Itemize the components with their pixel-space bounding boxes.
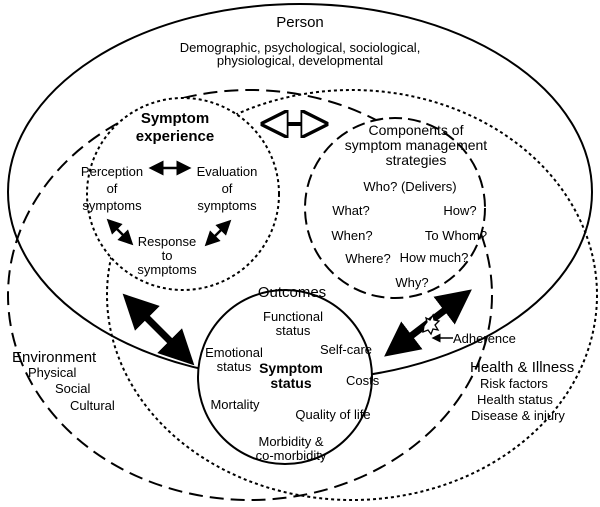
why-label: Why? (395, 275, 428, 290)
environment-domain-ellipse (7, 89, 493, 501)
how-label: How? (443, 203, 476, 218)
health-illness-title: Health & Illness (470, 359, 574, 376)
symptom-status-line-1: Symptom (259, 360, 323, 376)
adherence-starburst-icon (422, 313, 441, 336)
symptom-experience-title-line-1: Symptom (141, 110, 209, 127)
perception-label-line-1: Perception (81, 164, 143, 179)
costs-label: Costs (346, 373, 380, 388)
when-label: When? (331, 228, 372, 243)
emotional-status-line-1: Emotional (205, 345, 263, 360)
morbidity-line-2: co-morbidity (256, 448, 327, 463)
strategies-title-line-2: symptom management (345, 137, 488, 153)
response-label-line-2: to (162, 248, 173, 263)
response-label-line-3: symptoms (137, 262, 197, 277)
adherence-label: Adherence (453, 331, 516, 346)
environment-item-social: Social (55, 381, 91, 396)
mortality-label: Mortality (210, 397, 260, 412)
symptom-status-line-2: status (270, 375, 311, 391)
evaluation-response-arrow (204, 219, 232, 247)
person-factors-line-1: Demographic, psychological, sociological… (180, 40, 421, 55)
morbidity-line-1: Morbidity & (258, 434, 323, 449)
person-title: Person (276, 14, 324, 31)
perception-label-line-3: symptoms (82, 198, 142, 213)
strategies-title-line-1: Components of (369, 122, 464, 138)
environment-title: Environment (12, 349, 97, 366)
response-label-line-1: Response (138, 234, 197, 249)
health-item-disease-injury: Disease & injury (471, 408, 565, 423)
health-item-health-status: Health status (477, 392, 553, 407)
how-much-label: How much? (400, 250, 469, 265)
functional-status-line-2: status (276, 323, 311, 338)
environment-item-cultural: Cultural (70, 398, 115, 413)
health-item-risk-factors: Risk factors (480, 376, 548, 391)
self-care-label: Self-care (320, 342, 372, 357)
outcomes-circle (197, 289, 373, 465)
perception-response-arrow (106, 218, 134, 246)
who-delivers-label: Who? (Delivers) (363, 179, 456, 194)
what-label: What? (332, 203, 370, 218)
quality-of-life-label: Quality of life (295, 407, 370, 422)
symptom-experience-title-line-2: experience (136, 128, 214, 145)
person-factors-line-2: physiological, developmental (217, 53, 383, 68)
evaluation-label-line-1: Evaluation (197, 164, 258, 179)
emotional-status-line-2: status (217, 359, 252, 374)
functional-status-line-1: Functional (263, 309, 323, 324)
where-label: Where? (345, 251, 391, 266)
perception-label-line-2: of (107, 181, 118, 196)
experience-outcomes-double-arrow (122, 293, 195, 366)
to-whom-label: To Whom? (425, 228, 487, 243)
evaluation-label-line-2: of (222, 181, 233, 196)
evaluation-label-line-3: symptoms (197, 198, 257, 213)
outcomes-title: Outcomes (258, 284, 326, 301)
health-illness-domain-ellipse (106, 89, 598, 501)
strategies-title-line-3: strategies (386, 152, 447, 168)
environment-item-physical: Physical (28, 365, 77, 380)
